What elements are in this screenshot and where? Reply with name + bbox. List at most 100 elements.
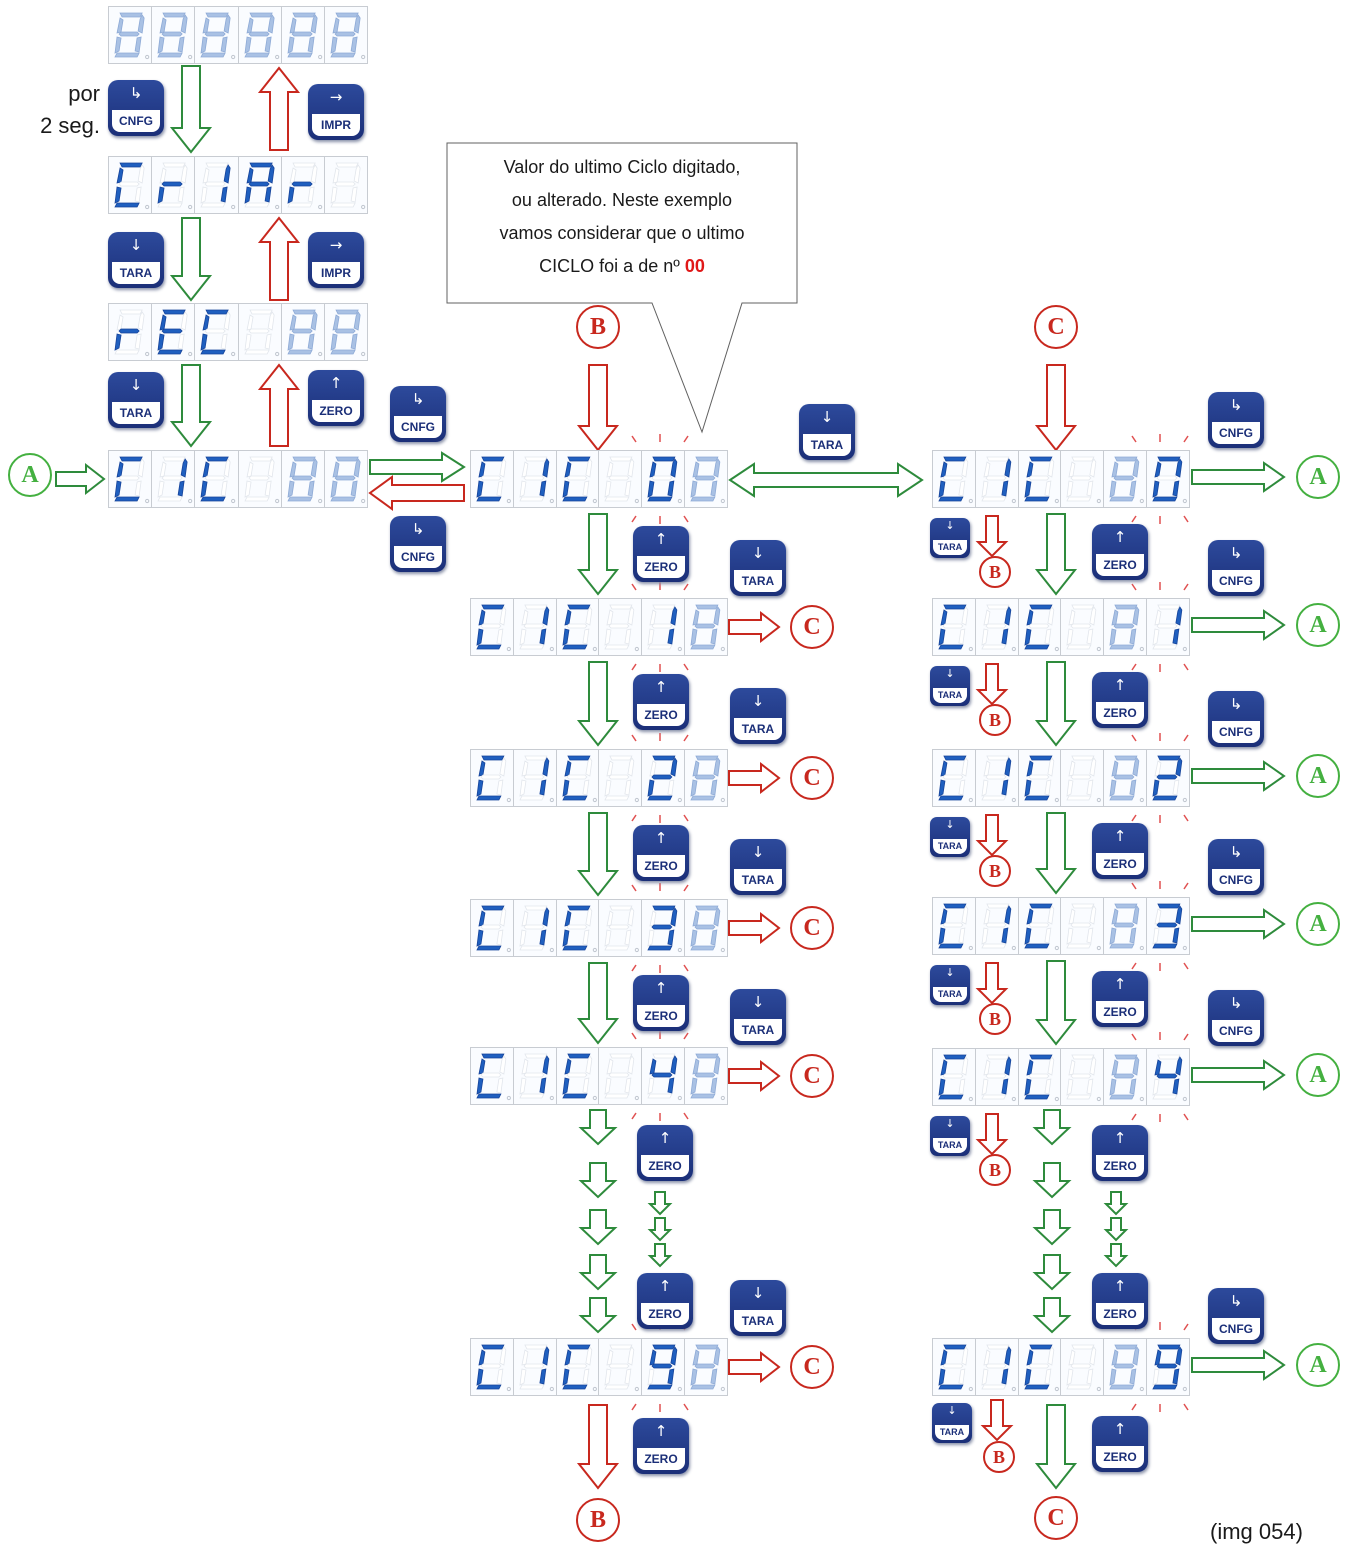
segment-e bbox=[330, 333, 338, 351]
segment-e bbox=[981, 480, 989, 498]
segment-g bbox=[1113, 623, 1135, 629]
segment-e bbox=[1109, 480, 1117, 498]
enter-arrow-icon: ↳ bbox=[1229, 1292, 1243, 1310]
zero-key: ↑ZERO bbox=[308, 370, 364, 426]
segment-c bbox=[177, 186, 185, 203]
decimal-point bbox=[678, 498, 683, 504]
key-label: ZERO bbox=[1096, 853, 1144, 875]
segment-d bbox=[519, 496, 545, 502]
segment-a bbox=[524, 905, 548, 911]
decimal-point bbox=[506, 797, 511, 803]
segment-b bbox=[961, 1056, 969, 1076]
segment-c bbox=[710, 1368, 718, 1385]
decimal-point bbox=[1011, 945, 1016, 951]
segment-c bbox=[1001, 927, 1009, 944]
segment-f bbox=[564, 461, 572, 478]
segment-f bbox=[940, 1059, 948, 1076]
segment-c bbox=[134, 333, 142, 350]
segment-a bbox=[566, 905, 591, 911]
segment-a bbox=[609, 905, 633, 911]
decimal-point bbox=[145, 54, 150, 60]
segment-e bbox=[519, 480, 527, 498]
segment-d bbox=[476, 795, 502, 801]
segment-e bbox=[938, 628, 946, 646]
digit-cell bbox=[1147, 1339, 1189, 1395]
segment-c bbox=[350, 480, 358, 497]
segment-b bbox=[670, 757, 678, 777]
segment-d bbox=[561, 945, 588, 951]
decimal-point bbox=[592, 797, 597, 803]
segment-d bbox=[561, 795, 588, 801]
key-label: TARA bbox=[112, 262, 160, 284]
segment-f bbox=[116, 461, 124, 478]
segment-f bbox=[521, 1058, 529, 1075]
zero-key: ↑ZERO bbox=[1092, 823, 1148, 879]
segment-b bbox=[542, 606, 550, 626]
key-label: ZERO bbox=[637, 704, 685, 726]
segment-a bbox=[943, 755, 967, 761]
segment-a bbox=[162, 456, 186, 462]
digit-cell bbox=[109, 304, 153, 360]
marker-c: C bbox=[1034, 305, 1078, 349]
segment-b bbox=[627, 1055, 635, 1075]
flow-arrow bbox=[1032, 1209, 1072, 1246]
segment-f bbox=[1068, 609, 1076, 626]
hold-label: por bbox=[68, 81, 100, 106]
segment-c bbox=[350, 36, 358, 53]
segment-a bbox=[481, 905, 505, 911]
segment-f bbox=[983, 1349, 991, 1366]
segment-f bbox=[983, 461, 991, 478]
impr-key: →IMPR bbox=[308, 84, 364, 140]
flow-arrow bbox=[576, 962, 620, 1045]
segment-a bbox=[652, 456, 676, 462]
decimal-point bbox=[274, 498, 279, 504]
display-cic-3x bbox=[470, 899, 728, 957]
segment-f bbox=[478, 461, 486, 478]
segment-e bbox=[690, 779, 698, 797]
segment-e bbox=[287, 36, 295, 54]
segment-b bbox=[1175, 905, 1183, 925]
key-label: TARA bbox=[112, 402, 160, 424]
segment-d bbox=[1023, 496, 1050, 502]
segment-b bbox=[353, 458, 361, 478]
display-cic-2x bbox=[470, 749, 728, 807]
segment-g bbox=[1028, 623, 1050, 629]
down-arrow-icon: ↓ bbox=[751, 544, 765, 562]
segment-a bbox=[1114, 1054, 1138, 1060]
decimal-point bbox=[360, 204, 366, 210]
segment-g bbox=[1113, 922, 1135, 928]
segment-f bbox=[1068, 1349, 1076, 1366]
key-label: ZERO bbox=[312, 400, 360, 422]
segment-g bbox=[1070, 1073, 1092, 1079]
segment-d bbox=[690, 496, 716, 502]
zero-key: ↑ZERO bbox=[1092, 1125, 1148, 1181]
segment-g bbox=[942, 1363, 964, 1369]
segment-a bbox=[162, 12, 186, 18]
segment-g bbox=[566, 1072, 588, 1078]
segment-a bbox=[1114, 456, 1138, 462]
segment-b bbox=[713, 757, 721, 777]
segment-g bbox=[204, 31, 227, 37]
segment-c bbox=[539, 1368, 547, 1385]
digit-cell bbox=[282, 157, 325, 213]
segment-g bbox=[1028, 922, 1050, 928]
segment-c bbox=[624, 779, 632, 796]
segment-c bbox=[1129, 779, 1137, 796]
decimal-point bbox=[678, 1095, 683, 1101]
hold-duration: 2 seg. bbox=[40, 113, 100, 138]
flow-arrow bbox=[975, 814, 1009, 857]
key-label: TARA bbox=[935, 1425, 969, 1440]
digit-cell bbox=[933, 451, 976, 507]
connector-line bbox=[631, 734, 637, 742]
segment-c bbox=[1001, 1078, 1009, 1095]
segment-f bbox=[940, 760, 948, 777]
segment-b bbox=[310, 458, 318, 478]
segment-a bbox=[1028, 604, 1053, 610]
digit-cell bbox=[514, 451, 557, 507]
segment-b bbox=[1004, 1346, 1012, 1366]
segment-c bbox=[1044, 779, 1051, 796]
segment-c bbox=[624, 480, 632, 497]
segment-g bbox=[1070, 774, 1092, 780]
segment-g bbox=[161, 31, 183, 37]
display-cic-9x bbox=[470, 1338, 728, 1396]
